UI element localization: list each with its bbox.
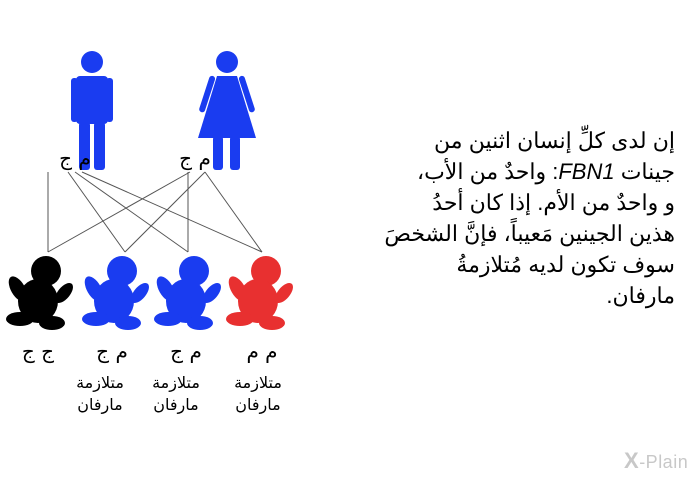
mother-figure	[198, 51, 256, 170]
xplain-logo: X-Plain	[624, 448, 688, 474]
mother-genes: م ج	[179, 146, 211, 170]
paragraph-line-2: جينات FBN1: واحدٌ من الأب،	[300, 156, 675, 187]
paragraph-line-2-start: جينات	[620, 159, 675, 184]
baby-2-genes: م ج	[96, 339, 128, 363]
paragraph-line-5: سوف تكون لديه مُتلازمةُ	[456, 252, 675, 277]
baby-4-figure	[226, 256, 293, 330]
paragraph-line-3: و واحدٌ من الأم. إذا كان أحدُ	[432, 190, 675, 215]
gene-name: FBN1	[558, 159, 615, 184]
father-genes: م ج	[59, 146, 91, 170]
baby-4-genes: م م	[246, 339, 277, 363]
baby-3-genes: م ج	[170, 339, 202, 363]
baby-3-figure	[154, 256, 221, 330]
paragraph-line-1: إن لدى كلِّ إنسان اثنين من	[434, 128, 675, 153]
baby-2-figure	[82, 256, 149, 330]
baby-1-figure	[6, 256, 73, 330]
baby-4-label-line2: مارفان	[235, 395, 280, 415]
logo-mark: X	[624, 448, 640, 473]
baby-2-label-line1: متلازمة	[76, 373, 124, 393]
baby-4-label-line1: متلازمة	[234, 373, 282, 393]
explanation-paragraph: إن لدى كلِّ إنسان اثنين من جينات FBN1: و…	[300, 125, 675, 311]
inheritance-lines	[47, 171, 263, 253]
baby-3-label-line1: متلازمة	[152, 373, 200, 393]
baby-1-genes: ج ج	[22, 339, 54, 363]
paragraph-line-2-end: : واحدٌ من الأب،	[416, 159, 559, 184]
paragraph-line-4: هذين الجينين مَعيباً، فإنَّ الشخصَ	[384, 221, 675, 246]
baby-2-label-line2: مارفان	[77, 395, 122, 415]
paragraph-line-6: مارفان.	[606, 283, 675, 308]
father-figure	[71, 51, 113, 170]
logo-text: -Plain	[639, 452, 689, 472]
baby-3-label-line2: مارفان	[153, 395, 198, 415]
